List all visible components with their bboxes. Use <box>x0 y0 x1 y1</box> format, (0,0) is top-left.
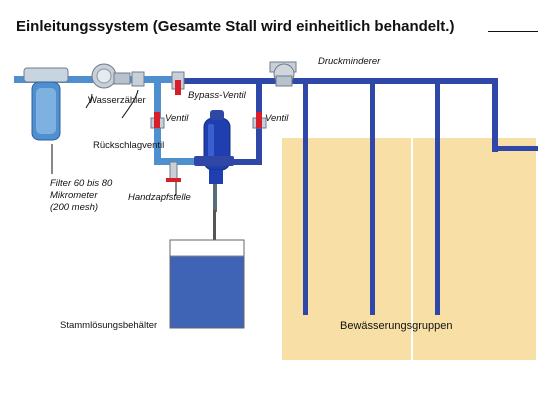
check-valve-icon <box>131 71 145 87</box>
drop-line-3 <box>435 83 440 315</box>
right-valve-icon <box>252 112 267 129</box>
label-filter-line2: Mikrometer <box>50 190 98 201</box>
label-ventil-right: Ventil <box>265 113 289 124</box>
stock-tank <box>169 239 245 329</box>
title-underline <box>488 31 538 32</box>
label-wasserzaehler: Wasserzähler <box>88 95 146 106</box>
left-valve-icon <box>150 112 165 129</box>
label-handzapfstelle: Handzapfstelle <box>128 192 191 203</box>
hand-tap-icon <box>166 161 181 182</box>
water-meter-icon <box>91 63 131 89</box>
label-ventil-left: Ventil <box>165 113 189 124</box>
field-2 <box>345 138 411 360</box>
leader-lines <box>51 89 177 196</box>
drop-line-2 <box>370 83 375 315</box>
bypass-valve-icon <box>171 71 185 95</box>
pressure-reducer-icon <box>269 61 297 87</box>
field-4 <box>480 138 536 360</box>
drop-line-1 <box>303 83 308 315</box>
label-bypass-ventil: Bypass-Ventil <box>188 90 246 101</box>
label-bewaesserungsgruppen: Bewässerungsgruppen <box>340 320 453 332</box>
label-stammloesungsbehaelter: Stammlösungsbehälter <box>60 320 158 331</box>
label-filter: Filter 60 bis 80 Mikrometer (200 mesh) <box>50 178 112 214</box>
field-3 <box>413 138 481 360</box>
diagram-title: Einleitungssystem (Gesamte Stall wird ei… <box>16 18 455 35</box>
filter-icon <box>23 67 69 141</box>
drop-lines <box>303 83 440 315</box>
field-1 <box>282 138 350 360</box>
label-rueckschlagventil: Rückschlagventil <box>93 140 165 151</box>
dosing-pump-icon <box>194 110 234 212</box>
label-filter-line3: (200 mesh) <box>50 202 99 213</box>
label-filter-line1: Filter 60 bis 80 <box>50 178 113 189</box>
label-druckminderer: Druckminderer <box>318 56 381 67</box>
